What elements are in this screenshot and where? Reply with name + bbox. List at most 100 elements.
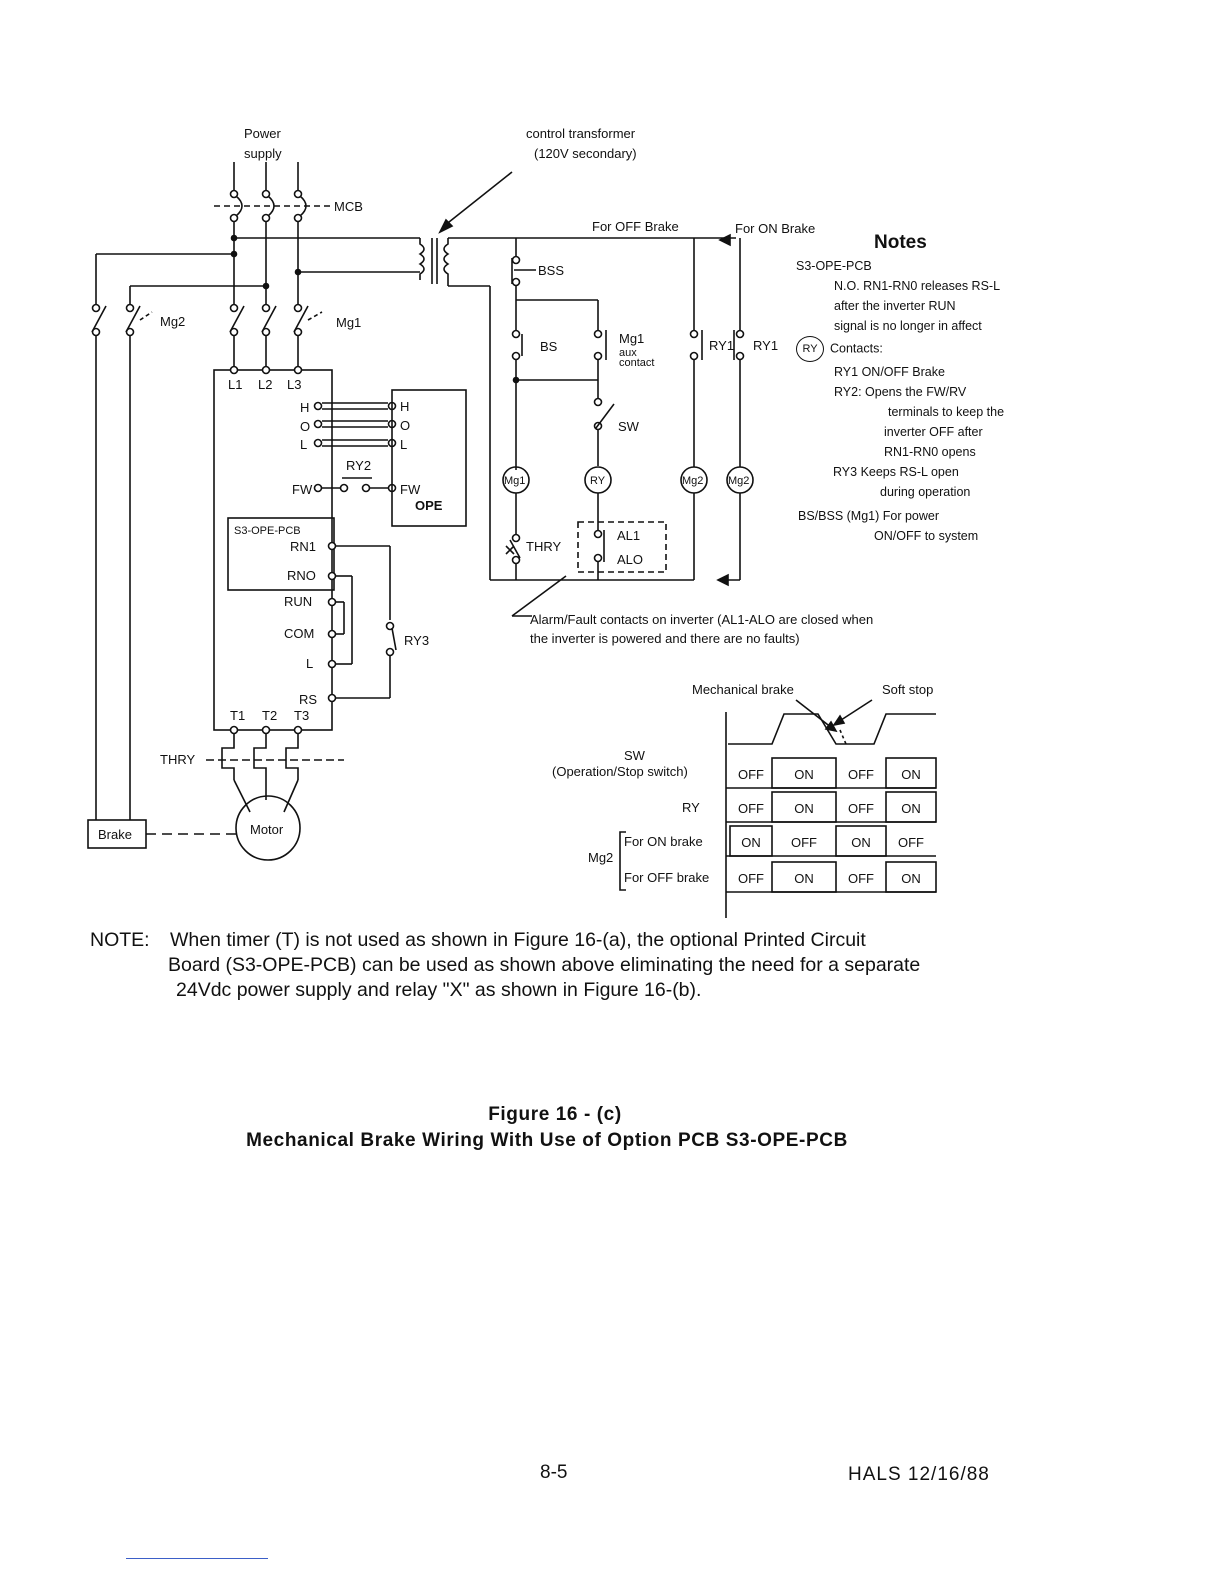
timing-state-label: ON bbox=[901, 871, 921, 886]
ope-box bbox=[391, 389, 467, 527]
figure-caption: Mechanical Brake Wiring With Use of Opti… bbox=[246, 1130, 848, 1151]
page-number: 8-5 bbox=[540, 1462, 568, 1483]
for-off-brake-label: For OFF Brake bbox=[592, 219, 679, 234]
terminal-l: L bbox=[300, 437, 307, 452]
timing-state-label: OFF bbox=[738, 871, 764, 886]
note-line-2: Board (S3-OPE-PCB) can be used as shown … bbox=[168, 954, 921, 976]
note-line-1: When timer (T) is not used as shown in F… bbox=[170, 929, 866, 951]
notes-line: Contacts: bbox=[830, 341, 883, 356]
timing-state-label: OFF bbox=[791, 835, 817, 850]
timing-on-pulse bbox=[835, 825, 887, 857]
ope-h: H bbox=[400, 399, 409, 414]
timing-on-pulse bbox=[885, 757, 937, 789]
ry2-label: RY2 bbox=[346, 458, 371, 473]
timing-state-label: OFF bbox=[848, 801, 874, 816]
coil-ry-label: RY bbox=[590, 475, 606, 487]
terminal-l2: L2 bbox=[258, 377, 272, 392]
notes-line: signal is no longer in affect bbox=[834, 319, 982, 333]
figure-number: Figure 16 - (c) bbox=[488, 1104, 622, 1125]
timing-state-label: ON bbox=[794, 767, 814, 782]
alarm-note-line-2: the inverter is powered and there are no… bbox=[530, 631, 800, 646]
row-on-brake-label: For ON brake bbox=[624, 834, 703, 849]
ope-o: O bbox=[400, 418, 410, 433]
timing-on-pulse bbox=[885, 791, 937, 823]
note-paragraph: NOTE:When timer (T) is not used as shown… bbox=[90, 928, 970, 1003]
terminal-l1: L1 bbox=[228, 377, 242, 392]
control-transformer bbox=[418, 238, 450, 286]
s3-pcb-label: S3-OPE-PCB bbox=[234, 525, 301, 537]
timing-state-label: ON bbox=[794, 801, 814, 816]
thermal-relay bbox=[206, 734, 344, 780]
timing-state-label: ON bbox=[901, 767, 921, 782]
bottom-rule bbox=[126, 1558, 268, 1559]
motor-symbol bbox=[235, 795, 301, 861]
brake-label: Brake bbox=[98, 827, 132, 842]
terminal-fw: FW bbox=[292, 482, 313, 497]
timing-on-pulse bbox=[771, 757, 837, 789]
notes-line: terminals to keep the bbox=[888, 405, 1005, 419]
timing-on-pulse bbox=[885, 861, 937, 893]
timing-chart: Mechanical brake Soft stop SW (Operation… bbox=[552, 682, 937, 918]
soft-stop-label: Soft stop bbox=[882, 682, 933, 697]
timing-on-pulse bbox=[771, 861, 837, 893]
notes-line: RN1-RN0 opens bbox=[884, 445, 976, 459]
ope-l: L bbox=[400, 437, 407, 452]
row-sw-label: SW bbox=[624, 748, 646, 763]
wiring-diagram: Power supply MCB Mg2 bbox=[87, 126, 937, 918]
timing-state-label: OFF bbox=[848, 871, 874, 886]
timing-state-label: ON bbox=[851, 835, 871, 850]
terminal-t2: T2 bbox=[262, 708, 277, 723]
mg2-label: Mg2 bbox=[160, 314, 185, 329]
timing-state-label: OFF bbox=[898, 835, 924, 850]
notes-panel: Notes S3-OPE-PCB N.O. RN1-RN0 releases R… bbox=[796, 230, 1046, 546]
for-on-brake-label: For ON Brake bbox=[735, 221, 815, 236]
thry-label: THRY bbox=[160, 752, 195, 767]
terminal-l-ctrl: L bbox=[306, 656, 313, 671]
notes-line: S3-OPE-PCB bbox=[796, 259, 872, 273]
transformer-label-1: control transformer bbox=[526, 126, 636, 141]
terminal-rn1: RN1 bbox=[290, 539, 316, 554]
timing-state-label: OFF bbox=[738, 801, 764, 816]
ope-label: OPE bbox=[415, 498, 443, 513]
thry-contact-label: THRY bbox=[526, 539, 561, 554]
terminal-run: RUN bbox=[284, 594, 312, 609]
terminal-rs: RS bbox=[299, 692, 317, 707]
notes-line: inverter OFF after bbox=[884, 425, 983, 439]
terminal-t1: T1 bbox=[230, 708, 245, 723]
note-line-3: 24Vdc power supply and relay "X" as show… bbox=[176, 979, 702, 1001]
mg1-aux-label-2: aux bbox=[619, 347, 637, 359]
terminal-t3: T3 bbox=[294, 708, 309, 723]
document-date: HALS 12/16/88 bbox=[848, 1464, 990, 1485]
alarm-contacts-box bbox=[577, 521, 667, 573]
notes-line: RY3 Keeps RS-L open bbox=[833, 465, 959, 479]
terminal-h: H bbox=[300, 400, 309, 415]
mg1-aux-label-1: Mg1 bbox=[619, 331, 644, 346]
terminal-com: COM bbox=[284, 626, 314, 641]
coil-mg1-label: Mg1 bbox=[504, 475, 525, 487]
ry1-label-on: RY1 bbox=[753, 338, 778, 353]
timing-on-pulse bbox=[729, 825, 773, 857]
terminal-l3: L3 bbox=[287, 377, 301, 392]
timing-state-label: ON bbox=[794, 871, 814, 886]
al0-label: ALO bbox=[617, 552, 643, 567]
coil-mg2-on-label: Mg2 bbox=[728, 475, 749, 487]
mg1-aux-label-3: contact bbox=[619, 357, 654, 369]
terminal-o: O bbox=[300, 419, 310, 434]
notes-line: during operation bbox=[880, 485, 971, 499]
notes-line: RY1 ON/OFF Brake bbox=[834, 365, 945, 379]
timing-state-label: ON bbox=[901, 801, 921, 816]
ry3-label: RY3 bbox=[404, 633, 429, 648]
coil-mg2-off-label: Mg2 bbox=[682, 475, 703, 487]
mg1-label: Mg1 bbox=[336, 315, 361, 330]
power-supply-label-1: Power bbox=[244, 126, 282, 141]
timing-on-pulse bbox=[771, 791, 837, 823]
row-ry-label: RY bbox=[682, 800, 700, 815]
notes-title: Notes bbox=[874, 232, 927, 253]
s3-ope-pcb-box bbox=[227, 517, 335, 591]
timing-state-label: OFF bbox=[848, 767, 874, 782]
power-supply-label-2: supply bbox=[244, 146, 282, 161]
mcb-breaker bbox=[214, 162, 330, 223]
mg2-group-label: Mg2 bbox=[588, 850, 613, 865]
mcb-label: MCB bbox=[334, 199, 363, 214]
